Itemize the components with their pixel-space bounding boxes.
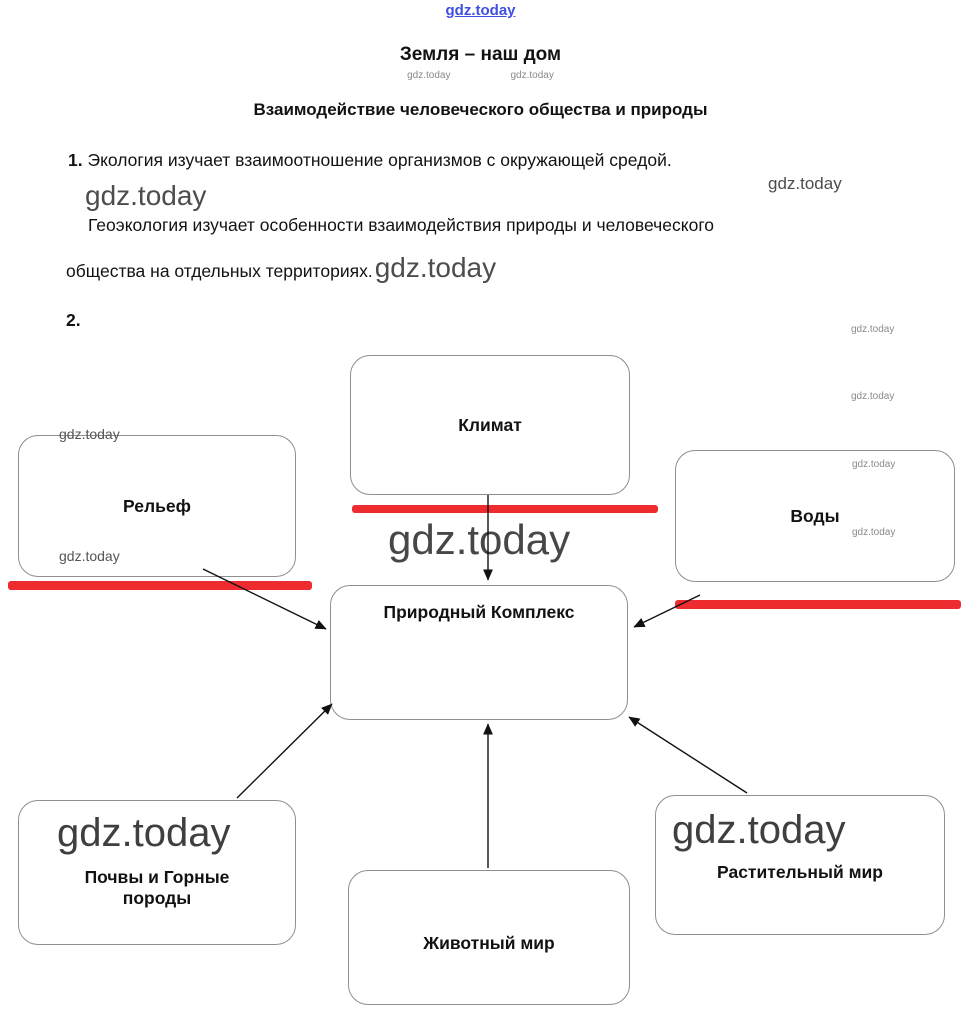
arrow-soils-to-center	[236, 703, 333, 799]
node-relief-label: Рельеф	[123, 495, 191, 516]
watermark-text: gdz.today	[388, 516, 571, 563]
watermark-row: gdz.today gdz.today	[0, 70, 961, 81]
red-strike-relief	[8, 581, 312, 590]
gdz-site-link[interactable]: gdz.today	[445, 2, 516, 19]
answer-2-number: 2.	[66, 310, 81, 330]
watermark-text: gdz.today	[768, 174, 842, 193]
answer-1-text-cont: общества на отдельных территориях.	[66, 261, 373, 281]
arrow-relief-to-center	[202, 568, 327, 630]
watermark-text: gdz.today	[510, 70, 554, 81]
answer-1-number: 1.	[68, 150, 83, 170]
watermark-text: gdz.today	[852, 527, 896, 538]
node-climate: Климат	[350, 355, 630, 495]
watermark-text: gdz.today	[672, 808, 846, 852]
watermark-text: gdz.today	[851, 391, 895, 402]
node-climate-label: Климат	[458, 414, 522, 435]
node-animals: Животный мир	[348, 870, 630, 1005]
answer-1-line-2: Геоэкология изучает особенности взаимоде…	[88, 215, 715, 235]
answer-1-line-1: 1. Экология изучает взаимоотношение орга…	[68, 150, 672, 171]
red-strike-climate	[352, 505, 658, 513]
node-soils-label: Почвы и Горные породы	[84, 867, 230, 908]
node-animals-label: Животный мир	[423, 933, 555, 953]
node-relief: gdz.today Рельеф gdz.today	[18, 426, 296, 577]
node-plants: gdz.today Растительный мир	[655, 795, 945, 935]
topic-title: Взаимодействие человеческого общества и …	[253, 100, 708, 119]
node-plants-label: Растительный мир	[717, 862, 883, 882]
node-waters: gdz.today Воды gdz.today	[675, 450, 955, 582]
page-title: Земля – наш дом	[399, 44, 562, 65]
watermark-text: gdz.today	[407, 70, 451, 81]
watermark-text: gdz.today	[57, 811, 231, 855]
answer-1-line-3: общества на отдельных территориях.gdz.to…	[66, 252, 496, 284]
answer-1-text: Экология изучает взаимоотношение организ…	[87, 150, 672, 170]
node-soils: gdz.today Почвы и Горные породы	[18, 800, 296, 945]
node-waters-label: Воды	[790, 505, 840, 526]
watermark-text: gdz.today	[85, 180, 207, 211]
watermark-text: gdz.today	[374, 252, 497, 283]
watermark-text: gdz.today	[59, 548, 120, 564]
arrow-plants-to-center	[628, 716, 748, 794]
node-natural-complex: Природный Комплекс	[330, 585, 628, 720]
red-strike-waters	[675, 600, 961, 609]
watermark-text: gdz.today	[851, 324, 895, 335]
node-natural-complex-label: Природный Комплекс	[383, 602, 575, 622]
watermark-text: gdz.today	[59, 426, 120, 442]
watermark-text: gdz.today	[852, 459, 896, 470]
